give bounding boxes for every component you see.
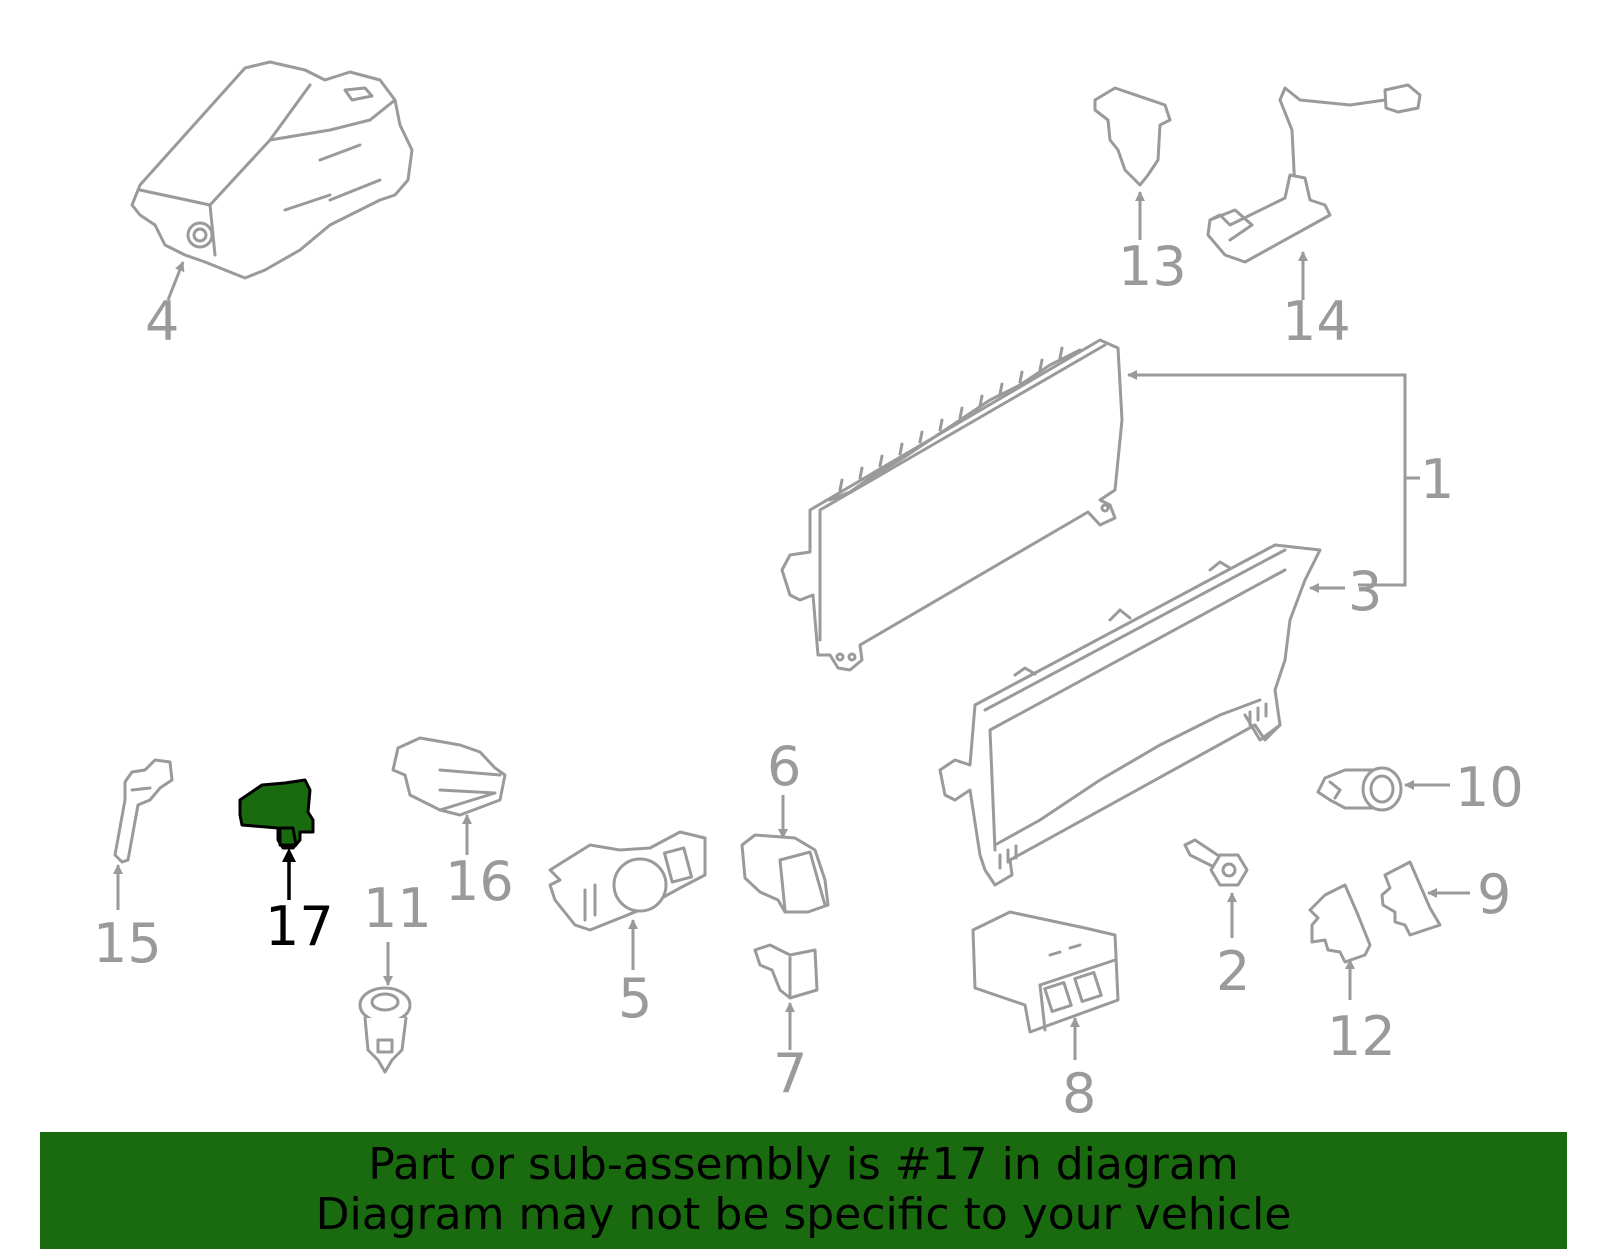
- callout-4: 4: [145, 290, 179, 353]
- banner-line-2: Diagram may not be specific to your vehi…: [315, 1189, 1292, 1240]
- callout-17: 17: [265, 895, 334, 958]
- callout-9: 9: [1477, 863, 1511, 926]
- callout-10: 10: [1455, 756, 1524, 819]
- part-16-switch[interactable]: [391, 736, 507, 817]
- arrow-17: [282, 848, 296, 862]
- part-10-button[interactable]: [1316, 766, 1403, 812]
- callout-16: 16: [445, 850, 514, 913]
- callout-3: 3: [1348, 560, 1382, 623]
- part-12-clip[interactable]: [1308, 883, 1372, 964]
- part-8-switch-bezel[interactable]: [971, 910, 1120, 1034]
- part-15-sensor-rod[interactable]: [113, 758, 174, 864]
- callout-15: 15: [93, 912, 162, 975]
- callout-2: 2: [1216, 940, 1250, 1003]
- part-6-switch[interactable]: [740, 833, 830, 914]
- callout-14: 14: [1282, 290, 1351, 353]
- part-13-bracket[interactable]: [1093, 86, 1172, 187]
- callout-1: 1: [1420, 448, 1454, 511]
- part-17-highlighted[interactable]: [238, 778, 315, 850]
- part-9-clip[interactable]: [1380, 860, 1442, 937]
- part-1-display-panel[interactable]: [780, 338, 1124, 672]
- info-banner: Part or sub-assembly is #17 in diagram D…: [40, 1132, 1567, 1249]
- callout-5: 5: [618, 967, 652, 1030]
- leader-4: [166, 261, 185, 301]
- part-5-switch-panel[interactable]: [548, 830, 707, 932]
- callout-7: 7: [773, 1042, 807, 1105]
- callout-8: 8: [1062, 1062, 1096, 1125]
- part-2-screw[interactable]: [1183, 838, 1249, 887]
- part-11-grommet[interactable]: [358, 986, 412, 1074]
- callout-13: 13: [1118, 235, 1187, 298]
- callout-6: 6: [767, 735, 801, 798]
- part-14-sensor-harness[interactable]: [1206, 83, 1422, 264]
- part-7-switch[interactable]: [753, 943, 819, 1000]
- banner-line-1: Part or sub-assembly is #17 in diagram: [368, 1139, 1239, 1190]
- callout-12: 12: [1327, 1005, 1396, 1068]
- part-4-module[interactable]: [130, 60, 414, 280]
- callout-11: 11: [363, 877, 432, 940]
- part-3-cluster-housing[interactable]: [938, 543, 1322, 887]
